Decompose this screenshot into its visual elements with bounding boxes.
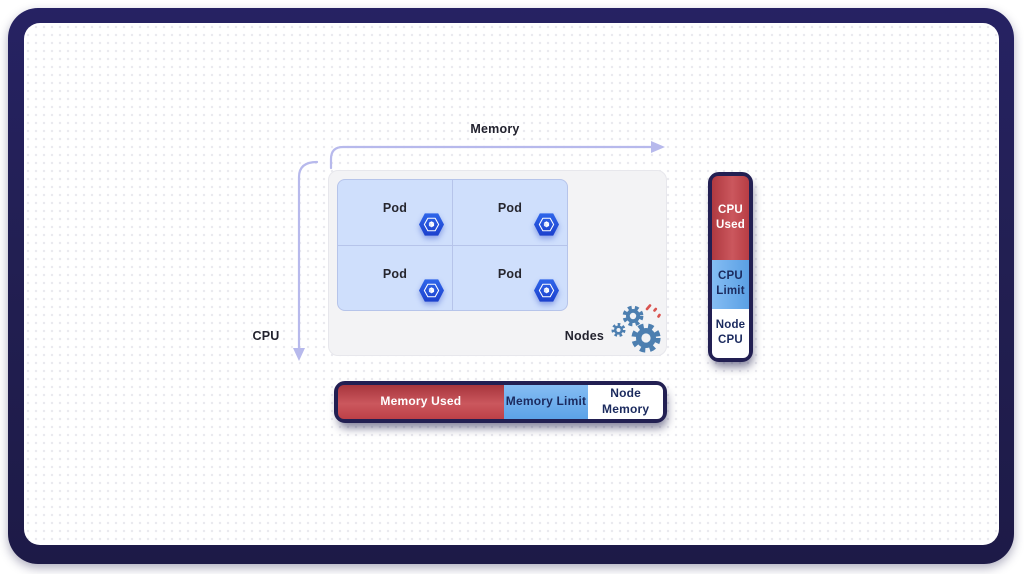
- node-memory-label: Node Memory: [602, 386, 650, 416]
- memory-usage-bar: Memory Used Memory Limit Node Memory: [334, 381, 667, 423]
- spark-marks: [645, 304, 661, 318]
- cpu-axis-label: CPU: [252, 329, 280, 343]
- pod-cell: Pod: [338, 180, 452, 245]
- pod-label: Pod: [497, 201, 523, 215]
- gear-large: [631, 323, 661, 353]
- pod-grid: Pod Pod Pod: [337, 179, 568, 311]
- cpu-limit-segment: CPU Limit: [712, 259, 749, 309]
- node-memory-segment: Node Memory: [588, 385, 663, 419]
- kubernetes-pod-icon: [418, 278, 445, 303]
- memory-bar-segments: Memory Used Memory Limit Node Memory: [338, 385, 663, 419]
- memory-limit-label: Memory Limit: [505, 394, 587, 409]
- pod-label: Pod: [382, 266, 408, 281]
- cpu-used-segment: CPU Used: [712, 176, 749, 260]
- gears-icon: [608, 301, 666, 357]
- node-cpu-label: Node CPU: [715, 319, 746, 347]
- cpu-usage-bar: CPU Used CPU Limit Node CPU: [708, 172, 753, 362]
- pod-cell: Pod: [453, 180, 567, 245]
- nodes-label: Nodes: [564, 329, 604, 343]
- gear-small: [611, 323, 626, 338]
- memory-used-label: Memory Used: [380, 394, 462, 409]
- node-cpu-segment: Node CPU: [712, 308, 749, 358]
- pod-label: Pod: [497, 266, 523, 281]
- kubernetes-pod-icon: [533, 212, 560, 237]
- kubernetes-pod-icon: [533, 278, 560, 303]
- kubernetes-pod-icon: [418, 212, 445, 237]
- pod-label: Pod: [382, 201, 408, 215]
- memory-used-segment: Memory Used: [338, 385, 504, 419]
- memory-limit-segment: Memory Limit: [503, 385, 589, 419]
- memory-axis-label: Memory: [470, 122, 520, 136]
- cpu-used-label: CPU Used: [716, 203, 745, 231]
- cpu-limit-label: CPU Limit: [716, 270, 745, 298]
- pod-cell: Pod: [453, 245, 567, 310]
- pod-cell: Pod: [338, 245, 452, 310]
- cpu-bar-segments: CPU Used CPU Limit Node CPU: [712, 176, 749, 358]
- gear-medium: [622, 305, 644, 327]
